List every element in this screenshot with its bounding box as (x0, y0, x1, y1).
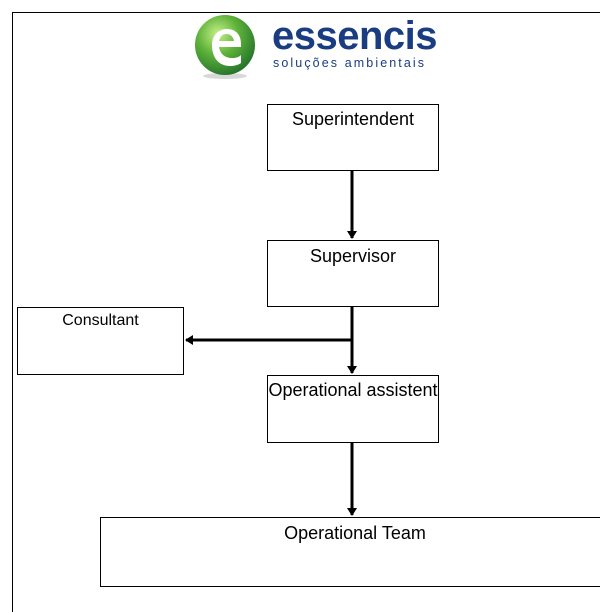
consultant-label: Consultant (62, 312, 139, 329)
logo-emblem-icon (195, 15, 255, 79)
operational-team-label: Operational Team (284, 523, 426, 543)
superintendent-box: Superintendent (267, 104, 439, 171)
supervisor-box: Supervisor (267, 240, 439, 307)
operational-assistant-box: Operational assistent (267, 375, 439, 443)
supervisor-label: Supervisor (309, 246, 397, 266)
page-frame (12, 12, 600, 612)
operational-team-box: Operational Team (100, 517, 600, 587)
logo-wordmark: essencis (272, 14, 438, 58)
consultant-box: Consultant (17, 307, 184, 375)
operational-assistant-label: Operational assistent (268, 380, 438, 400)
superintendent-label: Superintendent (291, 109, 415, 129)
logo-tagline: soluções ambientais (273, 56, 427, 70)
essencis-logo (195, 14, 440, 80)
connector-arrows (185, 171, 357, 516)
